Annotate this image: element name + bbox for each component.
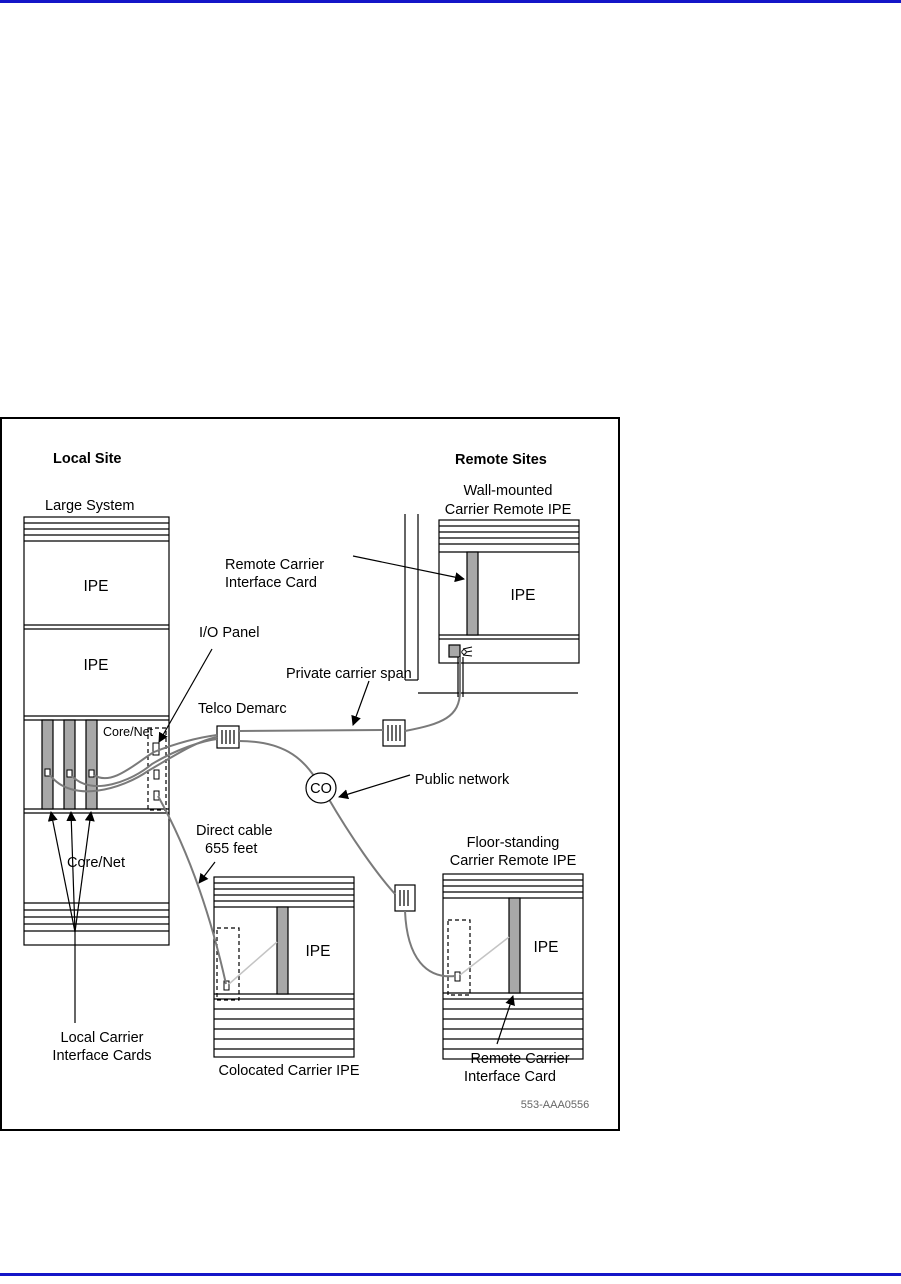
bottom-rule — [0, 1273, 901, 1276]
public-network-label: Public network — [415, 772, 510, 788]
io-panel — [147, 727, 167, 811]
co-node: CO — [305, 772, 337, 804]
cable-card2-to-demarc — [71, 738, 218, 787]
core-net-label-upper: Core/Net — [103, 725, 154, 739]
wall-title-line1: Wall-mounted — [464, 483, 553, 499]
colocated-label: Colocated Carrier IPE — [218, 1063, 359, 1079]
telco-demarc-label: Telco Demarc — [198, 701, 287, 717]
cables — [49, 657, 461, 985]
arrow-rcic-wall — [352, 555, 465, 583]
arrow-io-panel — [158, 648, 213, 743]
large-system-cabinet — [23, 516, 170, 946]
local-site-heading: Local Site — [53, 451, 122, 467]
floor-title-line2: Carrier Remote IPE — [450, 853, 577, 869]
arrow-lcic-2 — [66, 811, 77, 933]
wall-ipe-label: IPE — [511, 587, 536, 604]
arrow-direct-cable — [198, 861, 216, 884]
arrow-private-span — [351, 680, 370, 726]
colocated-card — [276, 906, 289, 995]
io-panel-label: I/O Panel — [199, 625, 259, 641]
private-carrier-span-label: Private carrier span — [286, 666, 412, 682]
colocated-io-panel — [216, 927, 278, 1001]
public-line-to-co — [238, 740, 317, 780]
direct-cable-to-colocated — [157, 795, 227, 985]
remote-demarc-box — [382, 719, 406, 747]
co-to-floor-demarc — [326, 795, 396, 895]
arrows — [47, 555, 515, 1045]
floor-title-line1: Floor-standing — [467, 835, 560, 851]
co-label: CO — [310, 781, 332, 797]
telco-demarc-box — [216, 725, 240, 749]
top-rule — [0, 0, 901, 3]
core-net-label-lower: Core/Net — [67, 855, 125, 871]
local-carrier-card-3 — [85, 719, 98, 810]
private-carrier-span — [238, 729, 384, 732]
local-carrier-card-2 — [63, 719, 76, 810]
arrow-lcic-3 — [74, 811, 95, 933]
large-system-label: Large System — [45, 498, 134, 514]
ipe-label-1: IPE — [84, 578, 109, 595]
wall-remote-card — [466, 551, 479, 636]
arrow-lcic-1 — [47, 811, 76, 933]
lcic-line1: Local Carrier — [61, 1030, 144, 1046]
arrow-public-network — [338, 774, 411, 800]
colocated-ipe-label: IPE — [306, 943, 331, 960]
arrow-rcic-floor — [496, 995, 515, 1045]
network-diagram-figure: CO Local Site Remote Sites Large System … — [0, 417, 620, 1131]
wall-connector — [448, 644, 473, 658]
wall-mounted-cabinet — [404, 514, 580, 694]
floor-demarc-box — [394, 884, 416, 912]
direct-cable-line2: 655 feet — [205, 841, 257, 857]
floor-rcic-line1: Remote Carrier — [470, 1051, 569, 1067]
floor-ipe-label: IPE — [534, 939, 559, 956]
wall-title-line2: Carrier Remote IPE — [445, 502, 572, 518]
network-diagram: CO Local Site Remote Sites Large System … — [23, 451, 590, 1111]
floor-rcic-line2: Interface Card — [464, 1069, 556, 1085]
cable-card3-to-demarc — [93, 734, 218, 780]
colocated-cabinet — [213, 876, 355, 1058]
wall-rcic-line1: Remote Carrier — [225, 557, 324, 573]
direct-cable-line1: Direct cable — [196, 823, 273, 839]
wall-rcic-line2: Interface Card — [225, 575, 317, 591]
ipe-label-2: IPE — [84, 657, 109, 674]
remote-sites-heading: Remote Sites — [455, 452, 547, 468]
lcic-line2: Interface Cards — [52, 1048, 151, 1064]
figure-id: 553-AAA0556 — [521, 1099, 590, 1111]
local-carrier-card-1 — [41, 719, 54, 810]
remote-span-to-wall — [404, 657, 461, 732]
floor-io-panel — [447, 919, 510, 996]
floor-remote-card — [508, 897, 521, 994]
floor-demarc-to-panel — [404, 910, 456, 978]
